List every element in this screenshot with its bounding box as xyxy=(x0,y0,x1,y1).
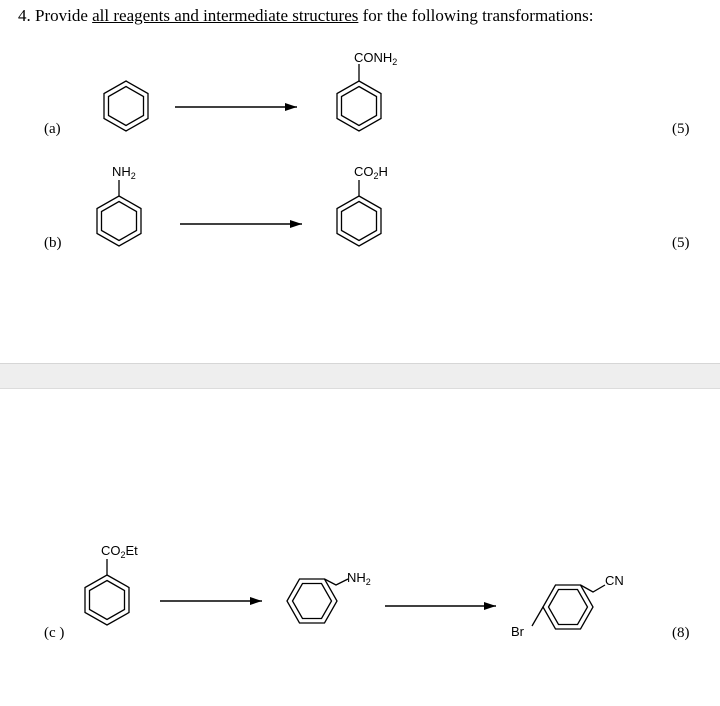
scheme-c: CO2Et NH2 Br CN xyxy=(84,543,624,639)
part-a-benzene-start xyxy=(103,80,149,132)
question-text-underlined: all reagents and intermediate structures xyxy=(92,6,359,25)
part-b-start-substituent: NH2 xyxy=(112,164,136,181)
part-c-product-ring xyxy=(531,584,606,630)
question-text-before: Provide xyxy=(35,6,88,25)
part-a-points: (5) xyxy=(672,121,690,137)
scheme-a-b: CONH2 NH2 CO2H xyxy=(96,50,397,247)
page-separator xyxy=(0,363,720,389)
part-b-benzoic-acid-ring xyxy=(336,180,382,247)
part-c-points: (8) xyxy=(672,625,690,641)
part-a-product-substituent: CONH2 xyxy=(354,50,397,67)
part-b-aniline-ring xyxy=(96,180,142,247)
question-text-after: for the following transformations: xyxy=(362,6,594,25)
part-c-product-substituent-br: Br xyxy=(511,624,525,639)
worksheet-page-1: 4. Provide all reagents and intermediate… xyxy=(18,6,690,251)
part-b-label: (b) xyxy=(44,235,62,251)
part-b-product-substituent: CO2H xyxy=(354,164,388,181)
question-number: 4. xyxy=(18,6,31,25)
part-c-product-substituent-cn: CN xyxy=(605,573,624,588)
part-a-benzamide-ring xyxy=(336,64,382,132)
worksheet-page-2: (c ) (8) CO2Et NH2 Br xyxy=(0,389,720,706)
part-c-benzylamine-ring xyxy=(286,578,349,624)
part-b-points: (5) xyxy=(672,235,690,251)
part-a-label: (a) xyxy=(44,121,61,137)
question-prompt: 4. Provide all reagents and intermediate… xyxy=(18,6,594,26)
part-c-ester-ring xyxy=(84,559,130,626)
part-c-label: (c ) xyxy=(44,625,65,641)
part-c-start-substituent: CO2Et xyxy=(101,543,138,560)
part-c-intermediate-substituent: NH2 xyxy=(347,570,371,587)
